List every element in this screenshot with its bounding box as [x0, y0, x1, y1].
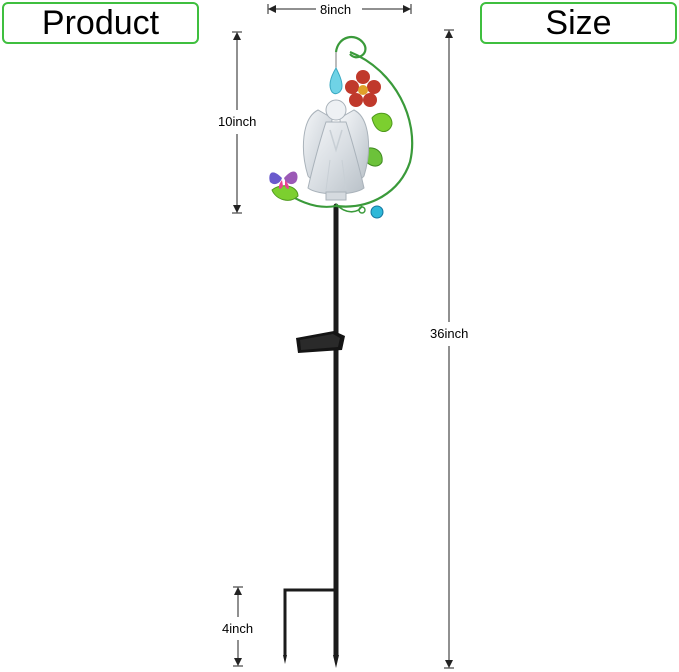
width-label: 8inch [318, 2, 354, 17]
leaf-lower [271, 185, 299, 201]
total-height-dimension [444, 29, 454, 669]
total-height-label: 36inch [428, 326, 471, 341]
leaf-upper [371, 112, 393, 132]
bottom-prong-dimension [233, 586, 243, 667]
width-dimension [267, 4, 412, 14]
butterfly [269, 171, 298, 189]
crystal-drop [329, 66, 343, 95]
angel-figurine [302, 99, 370, 201]
product-heading: Product [2, 2, 199, 44]
size-heading: Size [480, 2, 677, 44]
solar-panel [296, 331, 345, 353]
top-section-label: 10inch [216, 114, 259, 129]
blue-bead [370, 205, 384, 219]
bottom-prong-label: 4inch [220, 621, 256, 636]
flower [345, 70, 381, 107]
garden-stake [283, 203, 339, 668]
top-section-dimension [232, 31, 242, 214]
